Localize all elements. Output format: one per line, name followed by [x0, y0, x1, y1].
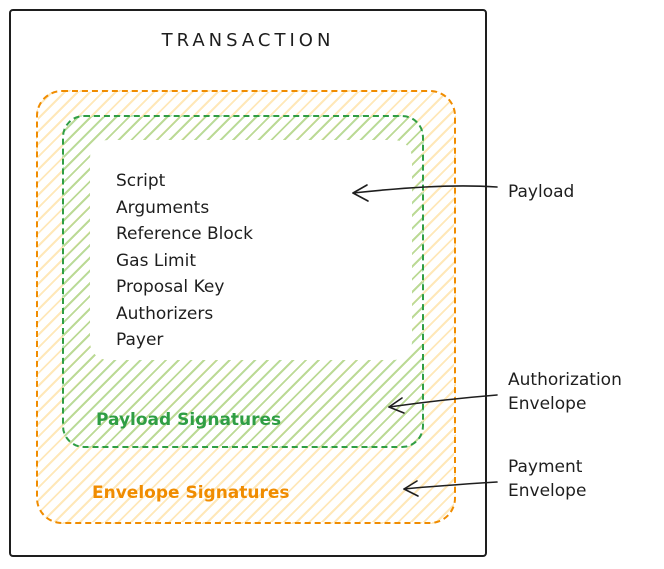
payload-field-authorizers: Authorizers [116, 303, 214, 324]
payload-fields: Script Arguments Reference Block Gas Lim… [116, 168, 396, 354]
envelope-signatures-label: Envelope Signatures [92, 483, 290, 503]
diagram-title: TRANSACTION [161, 30, 335, 51]
payment-envelope-callout-line2: Envelope [508, 481, 587, 501]
authorization-envelope-callout-label: Authorization Envelope [508, 368, 622, 416]
payload-field-arguments: Arguments [116, 197, 210, 218]
payload-callout-label: Payload [508, 182, 575, 202]
payload-field-script: Script [116, 171, 166, 191]
payload-signatures-label: Payload Signatures [96, 410, 282, 430]
payload-field-gas-limit: Gas Limit [116, 250, 196, 271]
payload-field-payer: Payer [116, 330, 164, 350]
payment-envelope-callout-line1: Payment [508, 457, 583, 477]
payload-field-reference-block: Reference Block [116, 224, 253, 244]
payload-field-proposal-key: Proposal Key [116, 277, 225, 297]
authorization-envelope-callout-line1: Authorization [508, 370, 622, 390]
payload-region [90, 140, 412, 360]
authorization-envelope-callout-line2: Envelope [508, 394, 587, 414]
payment-envelope-callout-label: Payment Envelope [508, 455, 586, 503]
